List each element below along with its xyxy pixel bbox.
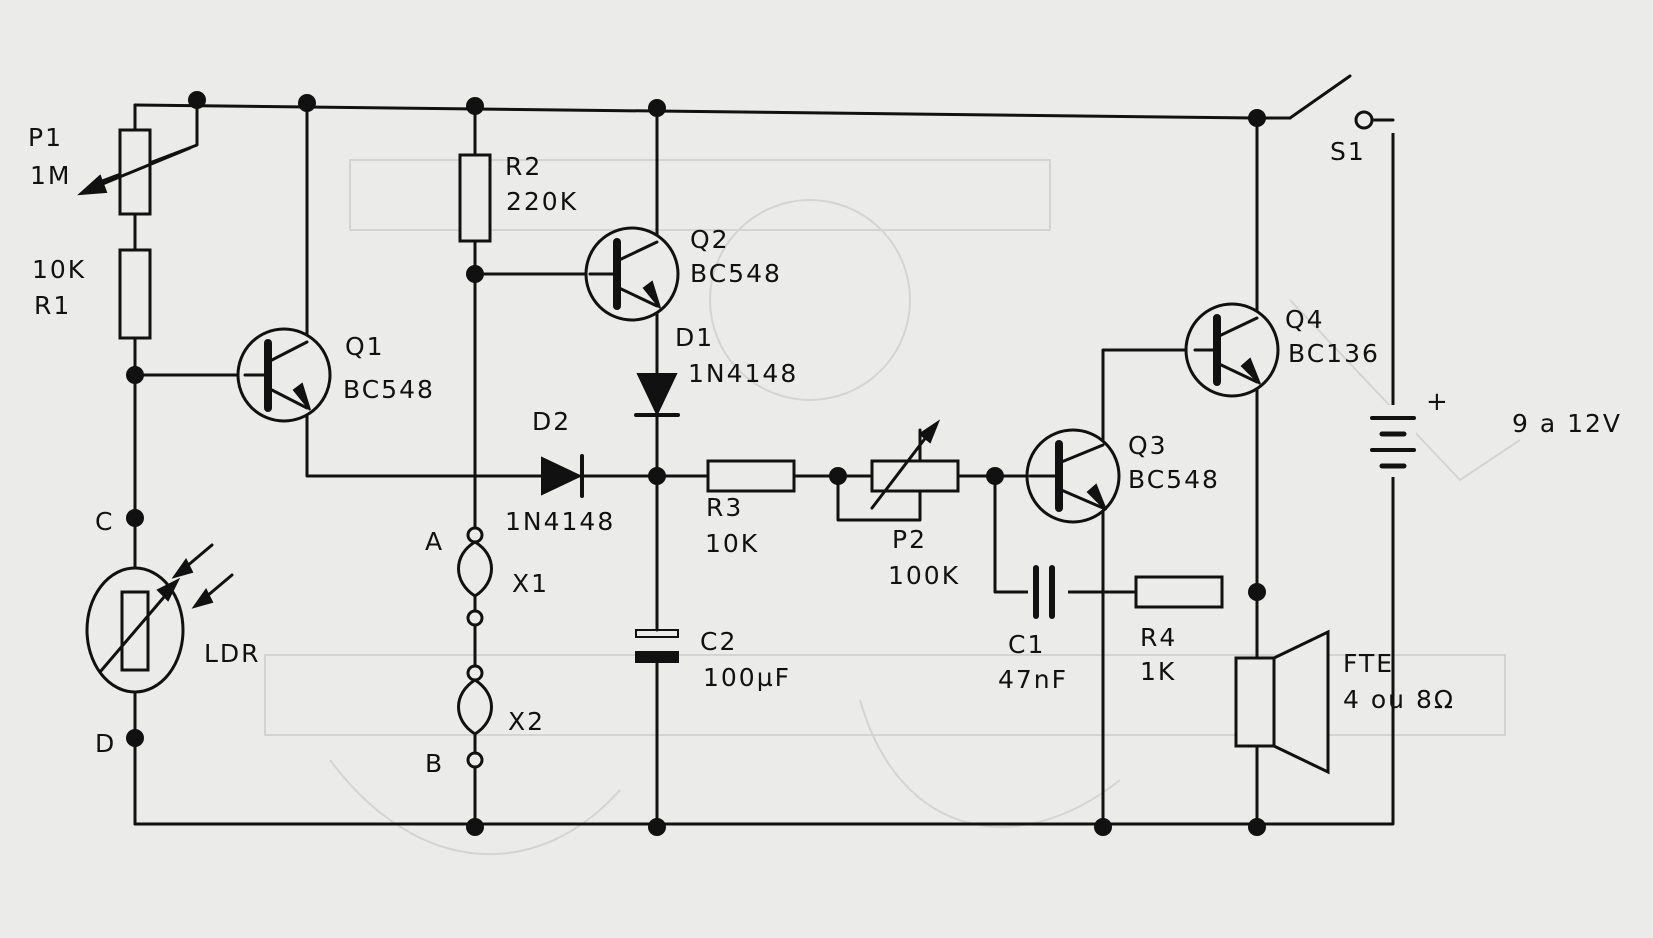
r3-value-label: 10K [705,529,759,558]
q1-ref-label: Q1 [345,332,385,361]
battery-voltage-label: 9 a 12V [1512,409,1622,438]
x1-label: X1 [512,569,549,598]
q1-type-label: BC548 [343,375,435,404]
transistor-q1: Q1 BC548 [236,327,435,423]
r2-ref-label: R2 [505,152,542,181]
contact-x1: X1 [457,526,549,627]
r1-ref-label: R1 [34,291,71,320]
resistor-r3: R3 10K [705,459,796,558]
potentiometer-p1: P1 1M [28,123,192,216]
d1-type-label: 1N4148 [688,359,798,388]
q3-type-label: BC548 [1128,465,1220,494]
s1-ref-label: S1 [1330,137,1366,166]
p2-ref-label: P2 [892,525,927,554]
p2-value-label: 100K [888,561,960,590]
diode-d1: D1 1N4148 [634,323,798,417]
terminal-b-label: B [425,749,444,778]
r4-value-label: 1K [1140,657,1176,686]
battery-polarity-label: + [1426,387,1450,417]
p1-value-label: 1M [30,161,71,190]
capacitor-c2: C2 100µF [635,588,791,692]
q4-type-label: BC136 [1288,339,1380,368]
transistor-q4: Q4 BC136 [1184,302,1380,398]
speaker-icon: FTE 4 ou 8Ω [1234,590,1455,829]
r4-ref-label: R4 [1140,623,1177,652]
d2-ref-label: D2 [532,407,571,436]
resistor-r2: R2 220K [458,152,578,243]
r2-value-label: 220K [506,187,578,216]
resistor-r1: 10K R1 [32,248,152,340]
ldr-label: LDR [204,639,261,668]
capacitor-c1: C1 47nF [998,565,1068,694]
c1-ref-label: C1 [1008,630,1045,659]
switch-s1: S1 [1255,74,1398,166]
bleed-through-artwork [264,159,1521,856]
r3-ref-label: R3 [706,493,743,522]
c2-ref-label: C2 [700,627,737,656]
x2-label: X2 [508,707,545,736]
q3-ref-label: Q3 [1128,431,1168,460]
c2-value-label: 100µF [703,663,791,692]
d1-ref-label: D1 [675,323,714,352]
speaker-ref-label: FTE [1343,649,1394,678]
contact-x2: X2 [457,664,545,769]
potentiometer-p2: P2 100K [870,419,960,590]
d2-type-label: 1N4148 [505,507,615,536]
transistor-q2: Q2 BC548 [584,225,782,322]
terminal-c-label: C [95,507,114,536]
terminal-a-label: A [425,527,444,556]
speaker-impedance-label: 4 ou 8Ω [1343,685,1455,714]
resistor-r4: R4 1K [1134,575,1224,686]
diode-d2: D2 1N4148 [505,407,615,536]
q2-type-label: BC548 [690,259,782,288]
c1-value-label: 47nF [998,665,1068,694]
q4-ref-label: Q4 [1285,305,1325,334]
q2-ref-label: Q2 [690,225,730,254]
transistor-q3: Q3 BC548 [1025,428,1220,524]
p1-ref-label: P1 [28,123,63,152]
r1-value-label: 10K [32,255,86,284]
battery-icon: + 9 a 12V [1370,387,1622,477]
terminal-d-label: D [95,729,116,758]
ldr-sensor: LDR [85,543,261,694]
